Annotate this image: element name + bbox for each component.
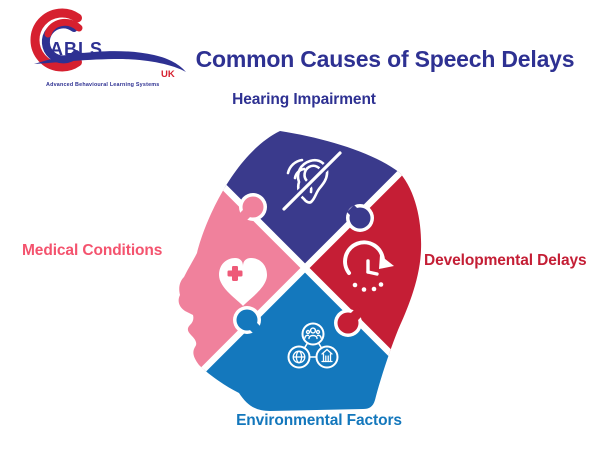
community-environment-icon: [287, 322, 339, 369]
label-developmental-delays: Developmental Delays: [424, 252, 587, 269]
logo-swoosh: [34, 51, 186, 72]
logo-tagline: Advanced Behavioural Learning Systems: [46, 82, 159, 88]
puzzle-knob-navy-into-red: [346, 204, 374, 232]
label-medical-conditions: Medical Conditions: [22, 242, 163, 259]
logo-region-text: UK: [161, 69, 175, 80]
clock-delay-icon: [343, 240, 394, 292]
label-environmental-factors: Environmental Factors: [236, 412, 402, 429]
head-puzzle-diagram: [135, 115, 445, 415]
puzzle-gap-lines: [178, 131, 422, 411]
puzzle-knob-blue-into-pink: [233, 306, 261, 334]
label-hearing-impairment: Hearing Impairment: [232, 91, 376, 108]
page-title: Common Causes of Speech Delays: [195, 46, 575, 72]
heart-medical-cross-icon: [219, 258, 267, 306]
puzzle-knob-pink-into-navy: [237, 193, 267, 223]
abls-logo: ABLS UK Advanced Behavioural Learning Sy…: [30, 8, 186, 88]
puzzle-knob-red-into-blue: [334, 306, 365, 337]
ear-slash-icon: [280, 149, 344, 213]
